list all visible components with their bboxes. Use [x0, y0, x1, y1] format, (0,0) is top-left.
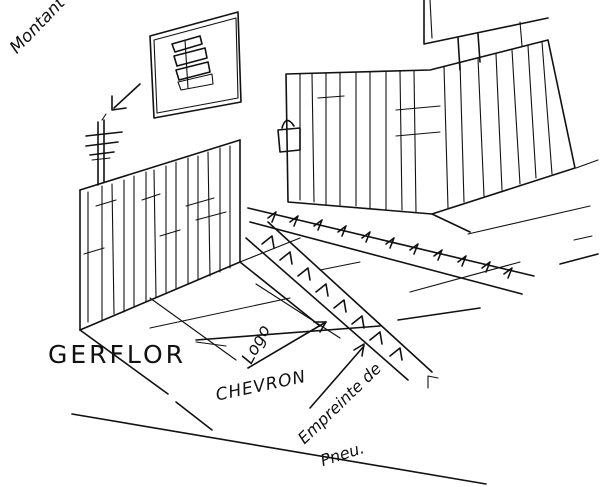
upper-frame — [423, 0, 549, 71]
sign-post — [85, 119, 123, 186]
chevron-marks-horizontal — [267, 211, 513, 279]
leader-arrows — [195, 321, 439, 409]
left-wall — [79, 139, 241, 331]
chevron-marks-diagonal — [261, 235, 403, 361]
sign-panel — [149, 11, 242, 119]
padlock-icon — [277, 119, 301, 153]
arrow-icon — [101, 83, 141, 121]
gerflor-label: GERFLOR — [48, 340, 187, 369]
chevron-track-bands — [245, 207, 535, 381]
floor-lines — [71, 159, 599, 485]
right-wall — [285, 39, 576, 215]
